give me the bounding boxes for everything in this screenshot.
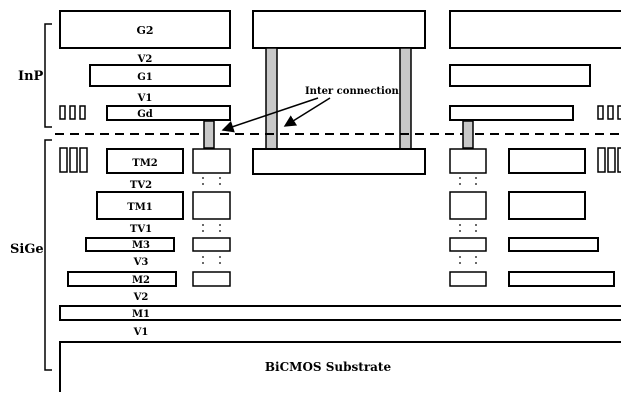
g1-layer [89,64,231,87]
m2-label: M2 [132,275,150,286]
gd-label: Gd [137,109,153,120]
left-via-dots [202,177,221,264]
v1-bot-label: V1 [133,327,149,338]
m1-layer [59,305,621,321]
inp-right-bars [597,105,621,120]
v1-top-label: V1 [137,93,153,104]
interconnect-label: Inter connection [305,86,400,97]
v2-top-label: V2 [137,54,153,65]
right-m3-layer [508,237,599,252]
right-g1-layer [449,64,591,87]
sige-bracket [44,139,52,371]
tv2-label: TV2 [130,180,152,191]
right-interface-via [462,120,474,149]
interconnect-arrow-1 [221,97,319,133]
g1-label: G1 [137,72,153,83]
bicmos-substrate [59,341,621,396]
sige-right-bars [597,147,621,173]
sige-left-bars [59,147,88,173]
tv1-label: TV1 [130,224,152,235]
g2-label: G2 [136,24,153,37]
m3-layer [85,237,175,252]
bridge-top-pad [252,10,426,49]
inp-bracket [44,23,52,128]
m1-label: M1 [132,309,150,320]
inp-left-bars [59,105,86,120]
tm1-layer [96,191,184,220]
v2-bot-label: V2 [133,292,149,303]
right-tm2-layer [508,148,586,174]
left-interface-via [203,120,215,149]
substrate-label: BiCMOS Substrate [265,360,392,374]
right-via-dots [459,177,477,264]
tm1-label: TM1 [127,202,152,213]
bridge-bottom-pad [252,148,426,175]
g2-layer [59,10,231,49]
right-g2-layer [449,10,621,49]
sige-label: SiGe [10,242,44,257]
gd-layer [106,105,231,121]
interconnect-arrow-2 [283,97,331,127]
v3-label: V3 [133,257,149,268]
right-via-column [449,148,487,287]
left-via-column [192,148,231,287]
tm2-layer [106,148,184,174]
right-gd-layer [449,105,574,121]
inp-label: InP [18,69,44,84]
right-tm1-layer [508,191,586,220]
tm2-label: TM2 [132,158,158,169]
m2-layer [67,271,177,287]
right-m2-layer [508,271,615,287]
m3-label: M3 [132,240,150,251]
